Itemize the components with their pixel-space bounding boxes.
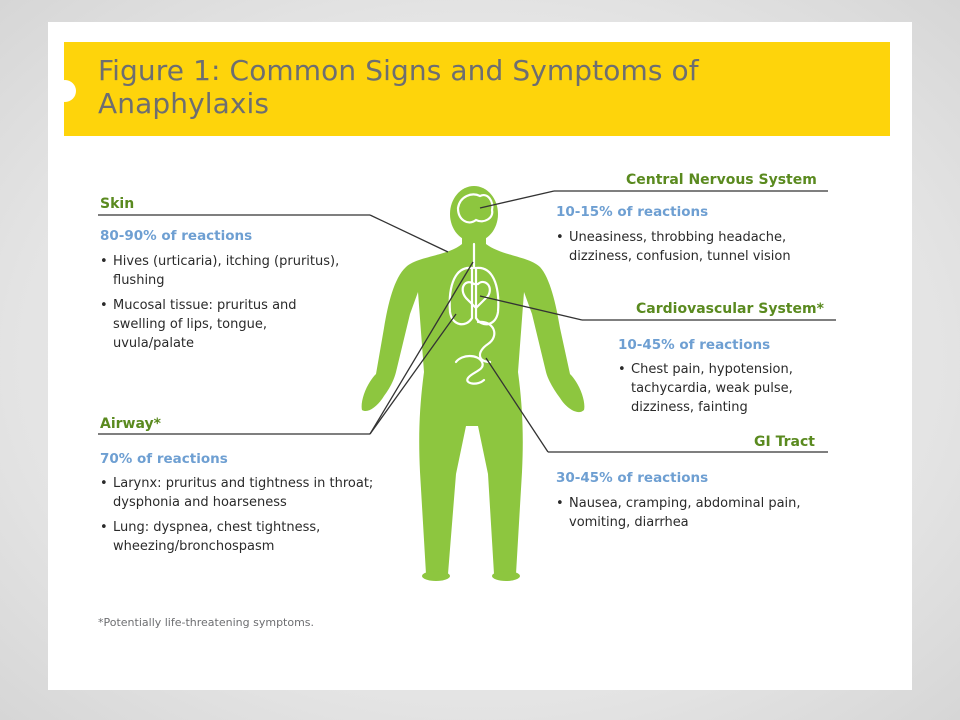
airway-bullet: Lung: dyspnea, chest tightness, wheezing… (100, 518, 382, 556)
cns-bullet: Uneasiness, throbbing headache, dizzines… (556, 228, 842, 266)
cardio-bullets: Chest pain, hypotension, tachycardia, we… (618, 360, 838, 423)
airway-connector-lung (369, 313, 457, 435)
slide: Figure 1: Common Signs and Symptoms of A… (48, 22, 912, 690)
skin-connector (369, 214, 449, 253)
gi-bullet: Nausea, cramping, abdominal pain, vomiti… (556, 494, 842, 532)
cns-percentage: 10-15% of reactions (556, 204, 709, 220)
skin-heading: Skin (100, 196, 135, 212)
brain-outline (456, 193, 494, 224)
skin-bullets: Hives (urticaria), itching (pruritus), f… (100, 252, 350, 359)
body-diagram (98, 186, 836, 581)
intestines (454, 354, 486, 385)
cns-bullets: Uneasiness, throbbing headache, dizzines… (556, 228, 842, 272)
airway-connector-larynx (369, 261, 474, 435)
title-banner (64, 42, 890, 136)
organs (448, 193, 500, 385)
cns-heading: Central Nervous System (626, 172, 817, 188)
banner-notch (54, 80, 76, 102)
skin-bullet: Hives (urticaria), itching (pruritus), f… (100, 252, 350, 290)
gi-heading: GI Tract (754, 434, 815, 450)
stomach (476, 320, 496, 364)
cardio-bullet: Chest pain, hypotension, tachycardia, we… (618, 360, 838, 417)
heart (461, 280, 491, 310)
left-lung (448, 266, 474, 326)
cns-connector (479, 190, 555, 209)
cardio-percentage: 10-45% of reactions (618, 337, 771, 353)
figure-title: Figure 1: Common Signs and Symptoms of A… (98, 54, 699, 120)
skin-percentage: 80-90% of reactions (100, 228, 253, 244)
gi-percentage: 30-45% of reactions (556, 470, 709, 486)
connector-lines (369, 190, 583, 453)
airway-bullets: Larynx: pruritus and tightness in throat… (100, 474, 382, 562)
footnote: *Potentially life-threatening symptoms. (98, 616, 315, 629)
gi-bullets: Nausea, cramping, abdominal pain, vomiti… (556, 494, 842, 538)
cardio-heading: Cardiovascular System* (636, 301, 824, 317)
airway-heading: Airway* (100, 416, 161, 432)
airway-bullet: Larynx: pruritus and tightness in throat… (100, 474, 382, 512)
cardio-connector (479, 295, 583, 321)
skin-bullet: Mucosal tissue: pruritus and swelling of… (100, 296, 350, 353)
gi-connector (485, 357, 549, 453)
airway-percentage: 70% of reactions (100, 451, 228, 467)
